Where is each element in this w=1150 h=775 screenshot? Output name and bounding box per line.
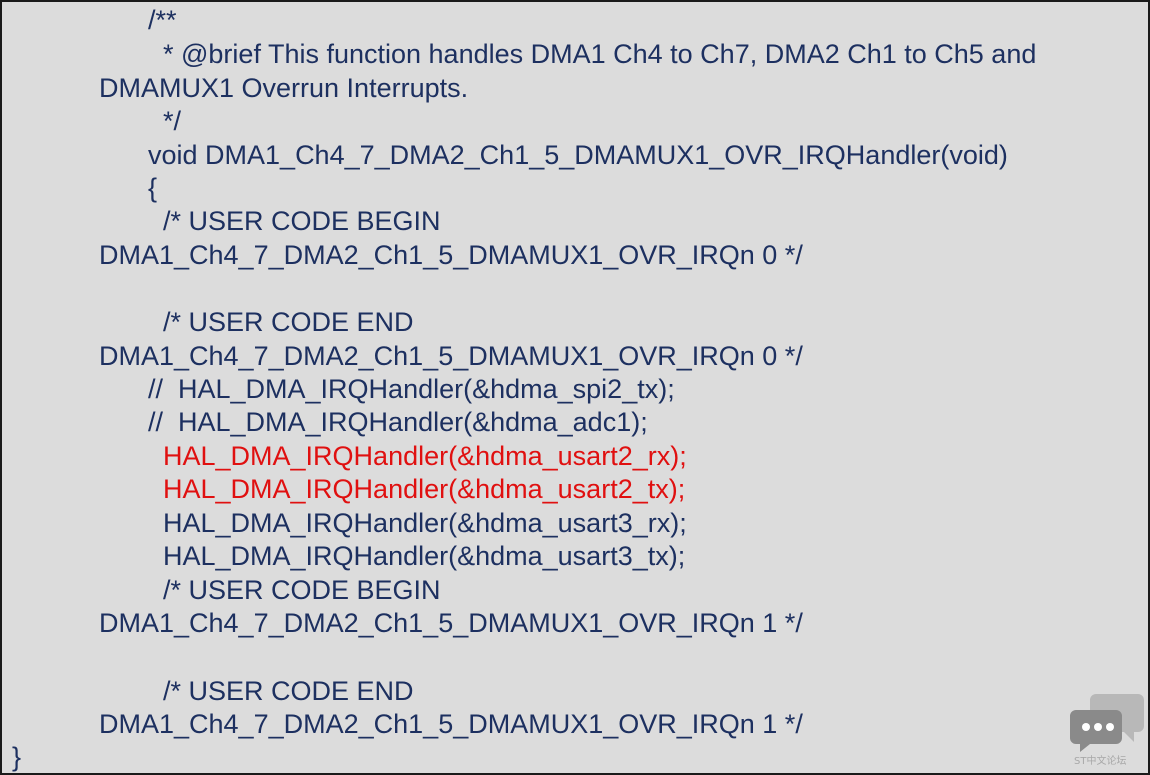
chat-bubbles-icon	[1070, 694, 1144, 752]
code-line: /* USER CODE BEGIN	[163, 206, 441, 236]
code-line: */	[163, 106, 182, 136]
code-line-highlighted: HAL_DMA_IRQHandler(&hdma_usart2_rx);	[163, 441, 687, 471]
code-line: DMA1_Ch4_7_DMA2_Ch1_5_DMAMUX1_OVR_IRQn 0…	[99, 240, 803, 270]
forum-watermark: ST中文论坛	[1068, 690, 1148, 770]
code-line: /* USER CODE BEGIN	[163, 575, 441, 605]
watermark-text: ST中文论坛	[1074, 756, 1127, 767]
code-line: HAL_DMA_IRQHandler(&hdma_usart3_tx);	[163, 541, 686, 571]
code-line: HAL_DMA_IRQHandler(&hdma_usart3_rx);	[163, 508, 687, 538]
code-line: }	[12, 742, 22, 772]
code-line: DMA1_Ch4_7_DMA2_Ch1_5_DMAMUX1_OVR_IRQn 0…	[99, 341, 803, 371]
code-line: void DMA1_Ch4_7_DMA2_Ch1_5_DMAMUX1_OVR_I…	[148, 140, 1008, 170]
code-line: // HAL_DMA_IRQHandler(&hdma_spi2_tx);	[148, 374, 675, 404]
code-line: * @brief This function handles DMA1 Ch4 …	[163, 39, 1037, 69]
code-line-highlighted: HAL_DMA_IRQHandler(&hdma_usart2_tx);	[163, 474, 686, 504]
code-line: DMA1_Ch4_7_DMA2_Ch1_5_DMAMUX1_OVR_IRQn 1…	[99, 608, 803, 638]
code-line: /* USER CODE END	[163, 307, 414, 337]
code-line: /* USER CODE END	[163, 676, 414, 706]
code-line: // HAL_DMA_IRQHandler(&hdma_adc1);	[148, 407, 648, 437]
code-line: {	[148, 173, 158, 203]
code-line: DMA1_Ch4_7_DMA2_Ch1_5_DMAMUX1_OVR_IRQn 1…	[99, 709, 803, 739]
code-line: /**	[148, 5, 177, 35]
code-line: DMAMUX1 Overrun Interrupts.	[99, 73, 469, 103]
